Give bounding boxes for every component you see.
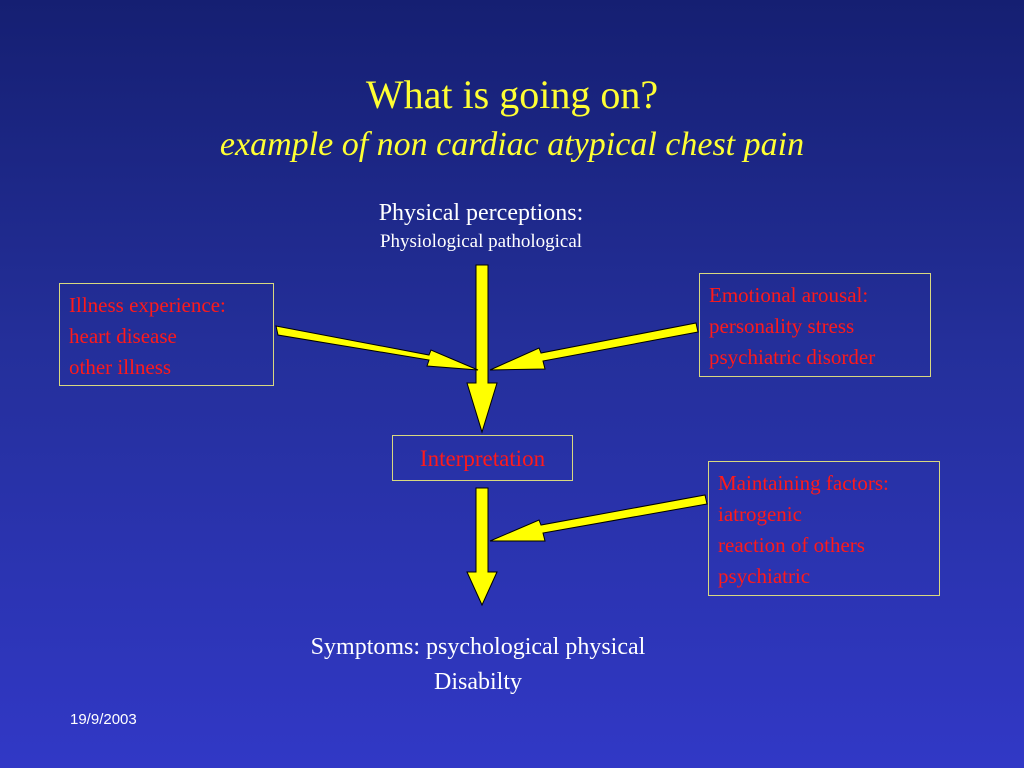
emotional-box-line: psychiatric disorder — [709, 345, 876, 369]
maintaining-box-line: reaction of others — [718, 533, 865, 557]
emotional-box-line: personality stress — [709, 314, 855, 338]
maintaining-box-line: Maintaining factors: — [718, 471, 889, 495]
illness-box-line: Illness experience: — [69, 293, 226, 317]
maintaining-box-line: psychiatric — [718, 564, 811, 588]
slide-date: 19/9/2003 — [70, 711, 137, 728]
arrow-maintaining-to-center — [489, 494, 708, 542]
arrow-emotional-to-center — [489, 322, 699, 371]
arrow-interpretation-to-symptoms — [466, 487, 498, 607]
perceptions-title: Physical perceptions: — [378, 200, 584, 226]
disability-line: Disabilty — [434, 669, 522, 695]
interpretation-label: Interpretation — [419, 446, 546, 471]
illness-box-line: heart disease — [69, 324, 177, 348]
slide-subtitle: example of non cardiac atypical chest pa… — [219, 126, 805, 163]
arrow-illness-to-center — [275, 325, 479, 371]
emotional-box-line: Emotional arousal: — [709, 283, 869, 307]
emotional-arousal-box: Emotional arousal: personality stress ps… — [699, 273, 931, 377]
maintaining-factors-box: Maintaining factors: iatrogenic reaction… — [708, 461, 940, 596]
maintaining-box-line: iatrogenic — [718, 502, 802, 526]
symptoms-line: Symptoms: psychological physical — [310, 634, 646, 660]
illness-experience-box: Illness experience: heart disease other … — [59, 283, 274, 386]
arrow-perceptions-to-interpretation — [466, 264, 498, 434]
perceptions-subtitle: Physiological pathological — [379, 231, 583, 252]
illness-box-line: other illness — [69, 355, 172, 379]
interpretation-box: Interpretation — [392, 435, 573, 481]
slide-title: What is going on? — [365, 72, 659, 117]
